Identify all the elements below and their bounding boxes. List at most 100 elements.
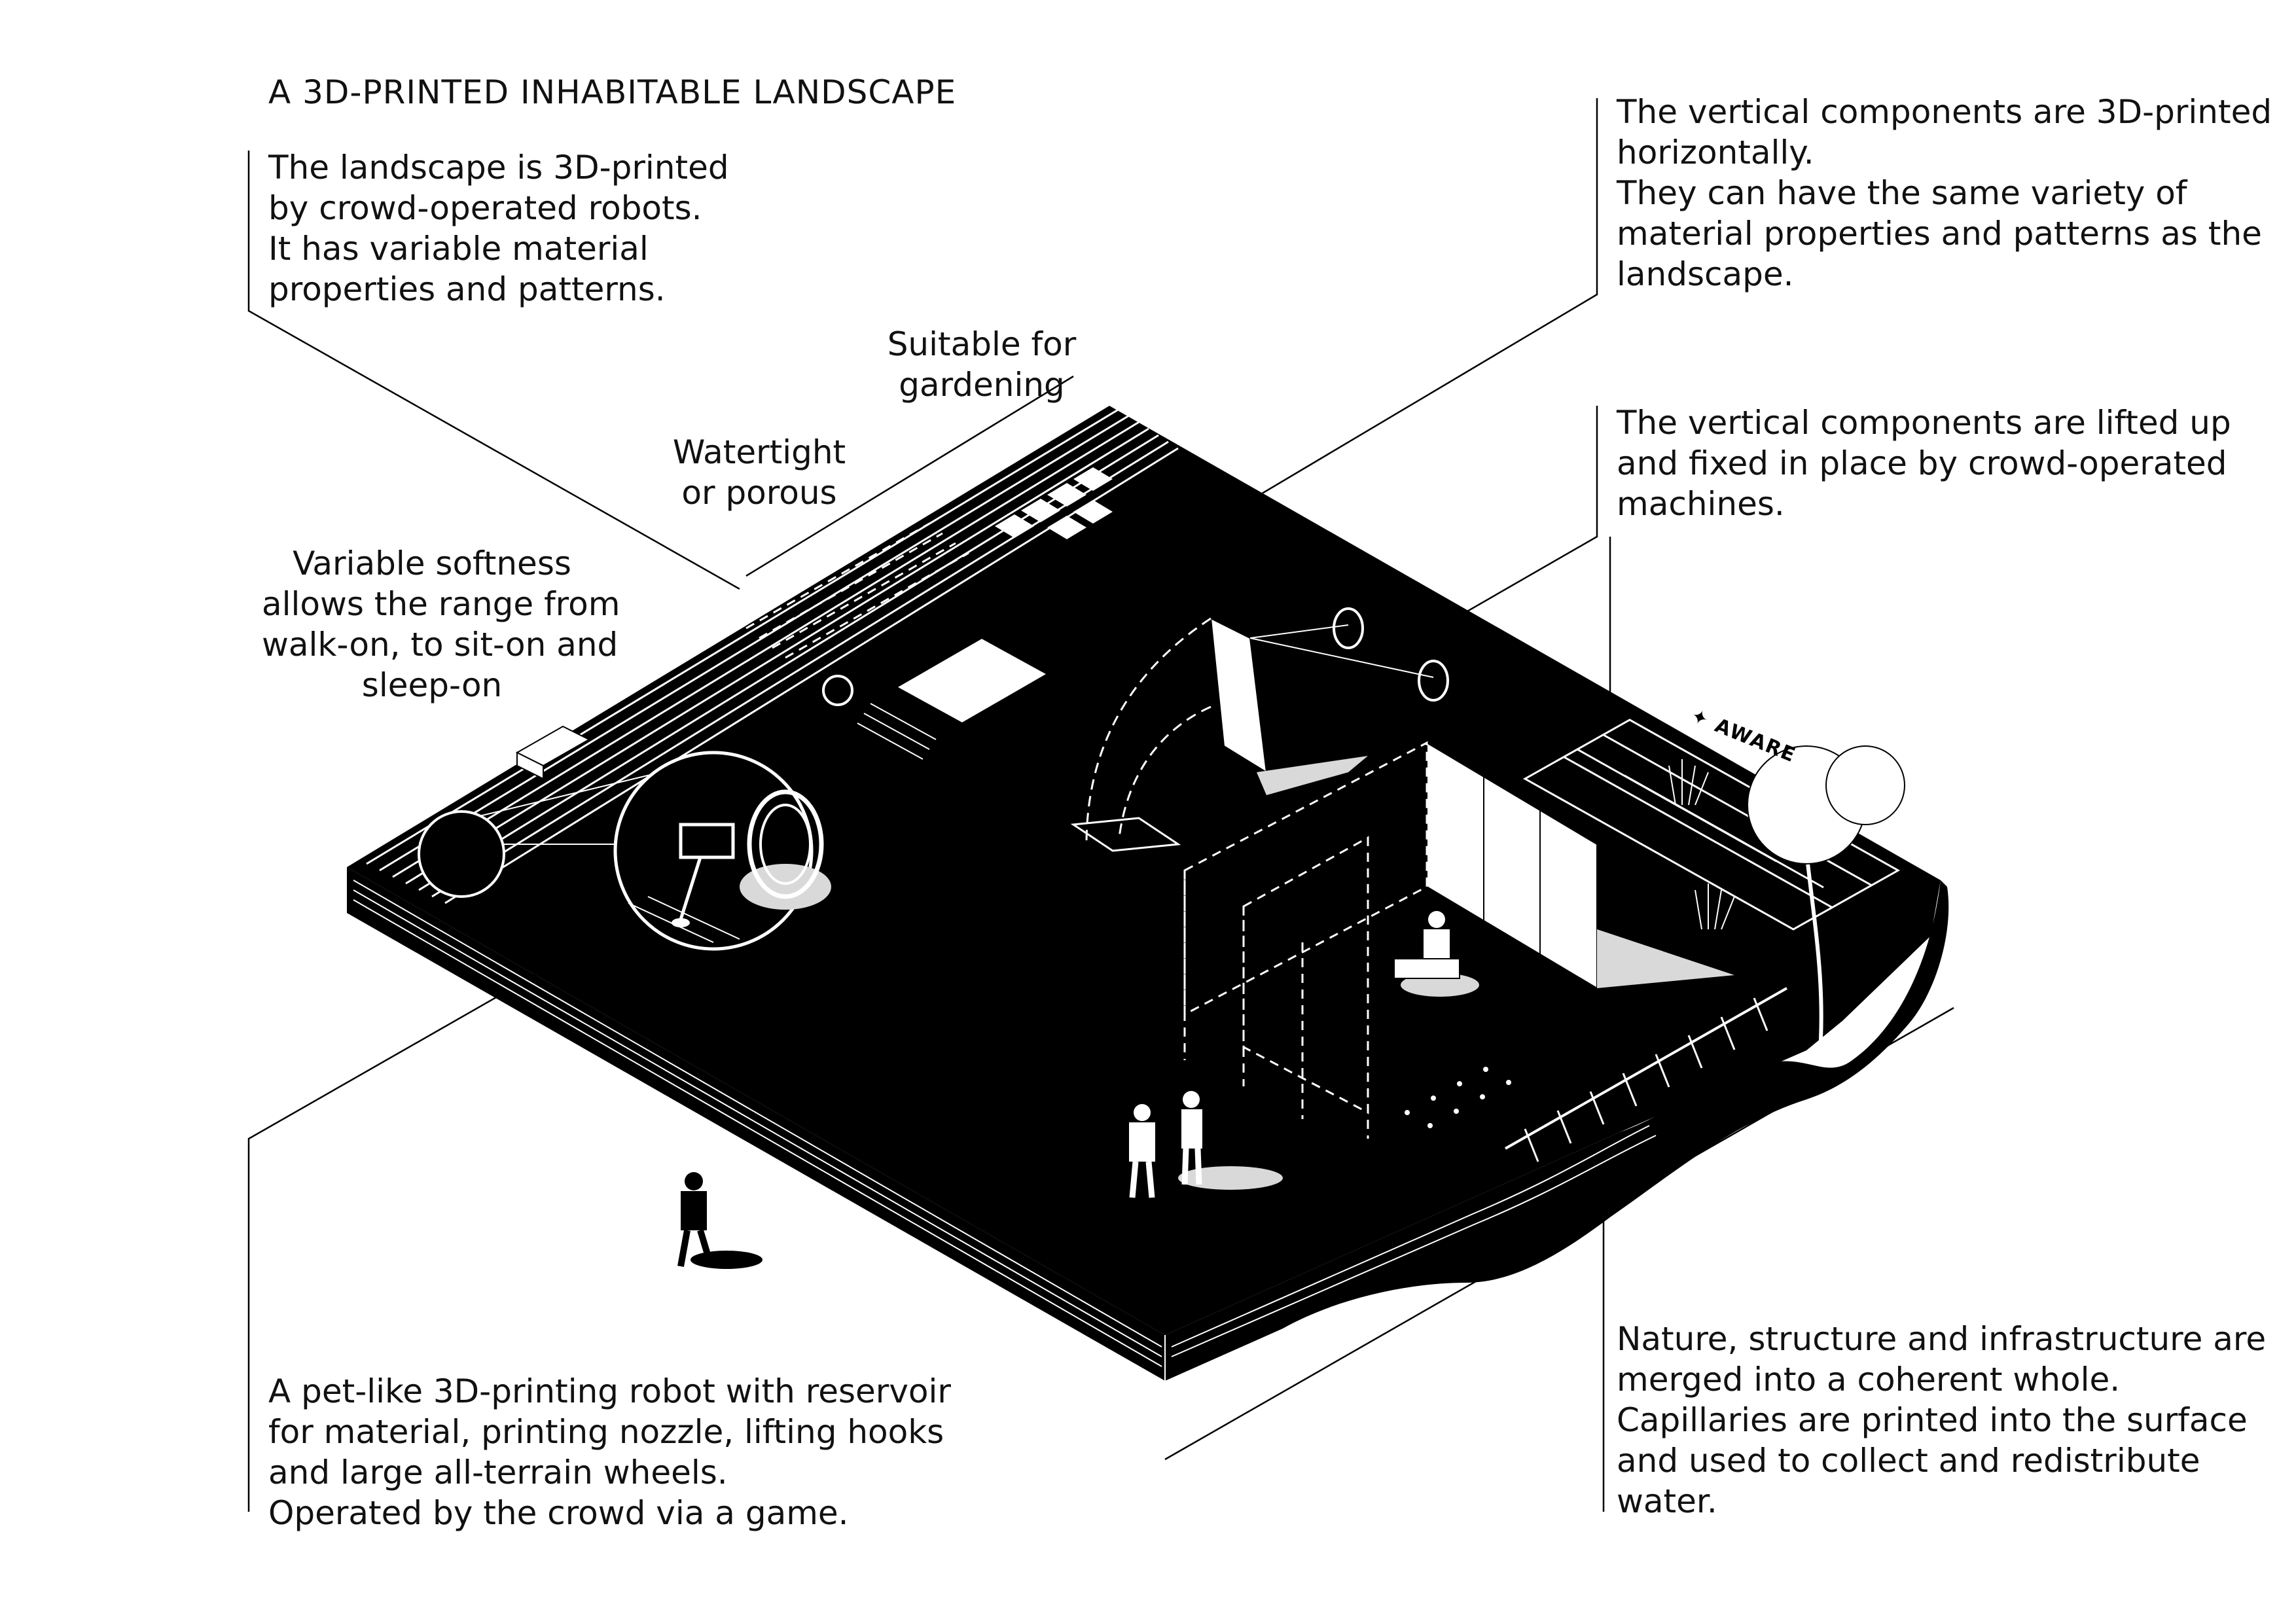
diamond: [1047, 516, 1086, 539]
people-shadow: [1178, 1166, 1283, 1190]
annotation-line: merged into a coherent whole.: [1617, 1361, 2121, 1399]
standing-wall-shadow: [1597, 929, 1734, 988]
strata-line: [1171, 1135, 1657, 1357]
standing-walls: [1183, 741, 1734, 1139]
tick: [1622, 1073, 1638, 1107]
annotation-line: machines.: [1617, 485, 1785, 523]
dash-row: [772, 542, 956, 649]
strata-line: [353, 899, 1162, 1367]
landscape-top-surface: [347, 406, 1941, 1335]
annotation-line: Capillaries are printed into the surface: [1617, 1401, 2248, 1439]
diamond: [995, 514, 1034, 538]
hatch-line: [647, 896, 740, 940]
dot: [1480, 1094, 1485, 1099]
annotation-line: material properties and patterns as the: [1617, 215, 2262, 253]
annotation-gardening: Suitable for gardening: [870, 324, 1093, 405]
grass-tuft: [1668, 759, 1709, 806]
annotation-line: sleep-on: [361, 666, 503, 704]
water-capillaries: [1505, 987, 1787, 1162]
landscape-right-face: [1165, 880, 1949, 1381]
diamond: [1073, 500, 1113, 524]
annotation-vertical-lifted: The vertical components are lifted up an…: [1617, 402, 2231, 524]
grass-tuft: [1695, 883, 1735, 930]
dot: [1457, 1081, 1462, 1086]
annotation-softness: Variable softness allows the range from …: [262, 543, 620, 705]
wall-frame-dashed: [1183, 741, 1428, 1139]
tree: [1747, 745, 1905, 1061]
annotation-line: properties and patterns.: [268, 270, 666, 308]
person-sitting: [1393, 911, 1479, 997]
annotation-line: and fixed in place by crowd-operated: [1617, 444, 2227, 482]
annotation-vertical-printed: The vertical components are 3D-printed h…: [1617, 92, 2272, 294]
dot: [1483, 1067, 1488, 1072]
leader-line-landscape: [247, 151, 740, 590]
hatch-line: [628, 902, 714, 943]
stripe: [392, 421, 1139, 878]
landscape-block: [347, 406, 1949, 1381]
tick: [1556, 1110, 1572, 1144]
annotation-line: by crowd-operated robots.: [268, 189, 702, 227]
lift-cables: [1249, 624, 1434, 678]
annotation-line: Suitable for: [887, 325, 1077, 363]
large-magnifier-circle: [613, 751, 814, 951]
annotation-line: The landscape is 3D-printed: [268, 149, 729, 187]
robot-nozzle: [679, 857, 702, 920]
annotation-line: Nature, structure and infrastructure are: [1617, 1320, 2267, 1358]
plate-grid: [857, 703, 937, 760]
annotation-line: It has variable material: [268, 230, 649, 268]
soft-cushion-block: [515, 725, 591, 780]
grid-line: [1718, 827, 1824, 889]
dot: [1427, 1123, 1433, 1128]
person-leg: [697, 1229, 713, 1264]
stripe: [405, 427, 1149, 885]
annotation-line: horizontally.: [1617, 134, 1814, 171]
robot-shadow: [740, 864, 831, 910]
dash-row: [745, 522, 930, 630]
person-body: [1181, 1109, 1202, 1149]
person-leg: [1194, 1148, 1202, 1185]
dotted-grid: [1405, 1067, 1511, 1128]
cushion-side: [516, 751, 544, 780]
person-leg: [1129, 1161, 1139, 1198]
annotation-line: The vertical components are 3D-printed: [1617, 93, 2272, 131]
capillary-ticks: [1524, 997, 1768, 1162]
strata-line: [1171, 1125, 1650, 1347]
person-shadow: [691, 1251, 762, 1269]
annotation-line: A pet-like 3D-printing robot with reserv…: [268, 1372, 951, 1410]
annotation-line: or porous: [681, 474, 837, 512]
plate-top: [895, 637, 1049, 724]
robot-nozzle-tip: [672, 918, 690, 927]
leader-line-vertical-printed: [1161, 98, 1598, 554]
magnifier-hatch: [628, 896, 740, 943]
annotation-line: gardening: [899, 366, 1065, 404]
annotation-line: water.: [1617, 1482, 1717, 1520]
left-face-strata: [353, 880, 1162, 1367]
dot: [1405, 1110, 1410, 1115]
garden-grid-outline: [1522, 719, 1901, 931]
person-body: [1129, 1122, 1155, 1162]
person-leg: [1145, 1161, 1155, 1198]
grid-line: [863, 713, 930, 750]
tick: [1687, 1035, 1703, 1069]
annotation-line: They can have the same variety of: [1617, 174, 2187, 212]
printed-plate: [822, 637, 1049, 760]
tick: [1720, 1016, 1736, 1050]
cable: [1249, 624, 1349, 639]
person-head: [1134, 1104, 1151, 1121]
person-head: [685, 1172, 703, 1190]
person-head: [1183, 1091, 1200, 1108]
people: [677, 911, 1479, 1269]
leader-line-gardening: [745, 375, 1074, 577]
dot: [1454, 1109, 1459, 1114]
person-body: [1424, 929, 1450, 959]
robot-wheel: [747, 789, 824, 899]
lifted-wall-shadow: [1257, 756, 1368, 795]
person-walking: [677, 1172, 762, 1269]
lifting-robot-2: [1418, 660, 1449, 702]
small-magnifier-circle: [418, 810, 505, 898]
strata-line: [353, 889, 1162, 1357]
grid-line: [870, 703, 937, 740]
tick: [1655, 1054, 1670, 1088]
dot: [1506, 1080, 1511, 1085]
